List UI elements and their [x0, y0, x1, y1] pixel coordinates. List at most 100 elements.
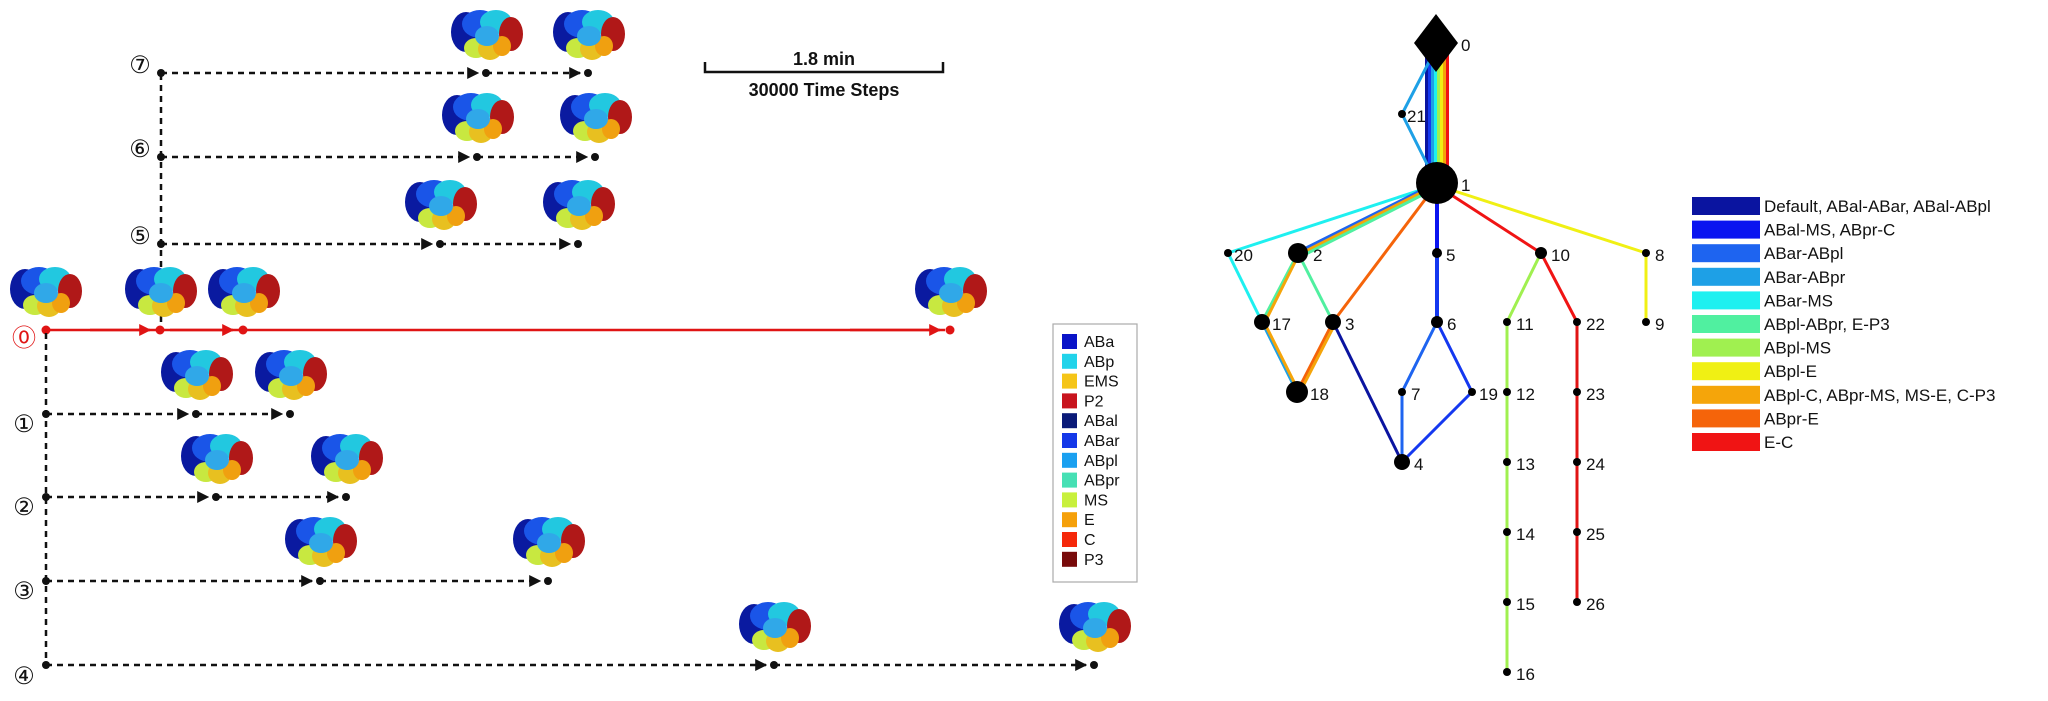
embryo-image — [1059, 602, 1131, 652]
embryo-image — [442, 93, 514, 143]
cell-legend-swatch — [1062, 472, 1077, 488]
cell-legend-swatch — [1062, 433, 1077, 448]
cell-legend-label: MS — [1084, 492, 1108, 509]
node-label: 9 — [1655, 315, 1664, 334]
contact-legend-label: ABar-ABpr — [1764, 268, 1846, 287]
node-label: 24 — [1586, 455, 1605, 474]
cell-legend-swatch — [1062, 452, 1077, 468]
node-label: 7 — [1411, 385, 1420, 404]
embryo-image — [255, 350, 327, 400]
cell-legend-label: ABar — [1084, 433, 1120, 450]
node-label: 16 — [1516, 665, 1535, 684]
contact-legend-label: ABar-ABpl — [1764, 244, 1843, 263]
main-timeline: ⓪ — [12, 324, 955, 352]
node-label: 10 — [1551, 246, 1570, 265]
contact-legend-swatch — [1692, 433, 1760, 451]
node-label: 22 — [1586, 315, 1605, 334]
embryo-image — [208, 267, 280, 317]
scale-bar-steps-label: 30000 Time Steps — [749, 80, 900, 100]
cell-legend-swatch — [1062, 413, 1077, 429]
node-label: 14 — [1516, 525, 1535, 544]
branch-3: ③ — [13, 575, 552, 605]
cell-legend-swatch — [1062, 551, 1077, 567]
contact-legend-swatch — [1692, 409, 1760, 428]
embryo-image — [560, 93, 632, 143]
node-label: 2 — [1313, 246, 1322, 265]
node-label: 1 — [1461, 176, 1470, 195]
branch-label-4: ④ — [13, 663, 35, 690]
contact-legend-label: ABpl-C, ABpr-MS, MS-E, C-P3 — [1764, 386, 1995, 405]
embryo-image — [181, 434, 253, 484]
contact-legend-swatch — [1692, 291, 1760, 310]
timeline-label-0: ⓪ — [12, 325, 36, 352]
cell-legend-label: ABpl — [1084, 453, 1118, 470]
branch-label-5: ⑤ — [129, 223, 151, 250]
node-label: 26 — [1586, 595, 1605, 614]
node-label: 13 — [1516, 455, 1535, 474]
contact-legend-label: ABar-MS — [1764, 291, 1833, 310]
branch-label-1: ① — [13, 411, 35, 438]
contact-legend-swatch — [1692, 267, 1760, 286]
branch-7: ⑦ — [129, 52, 592, 79]
cell-legend-swatch — [1062, 512, 1077, 528]
cell-legend-swatch — [1062, 334, 1077, 349]
contact-legend-swatch — [1692, 338, 1760, 357]
embryo-image — [543, 180, 615, 230]
embryo-image — [161, 350, 233, 400]
cell-legend-label: ABpr — [1084, 473, 1120, 490]
tree-nodes — [1224, 14, 1650, 676]
contact-legend-swatch — [1692, 385, 1760, 404]
embryo-image — [553, 10, 625, 60]
cell-legend-label: ABp — [1084, 354, 1114, 371]
scale-bar-time-label: 1.8 min — [793, 49, 855, 69]
contact-legend-swatch — [1692, 362, 1760, 381]
node-label: 5 — [1446, 246, 1455, 265]
embryo-image — [285, 517, 357, 567]
cell-legend-label: E — [1084, 512, 1095, 529]
branch-6: ⑥ — [129, 136, 599, 163]
embryo-image — [915, 267, 987, 317]
embryo-image — [405, 180, 477, 230]
node-label: 8 — [1655, 246, 1664, 265]
embryo-image — [451, 10, 523, 60]
node-label: 6 — [1447, 315, 1456, 334]
node-label: 12 — [1516, 385, 1535, 404]
node-label: 21 — [1407, 107, 1426, 126]
node-label: 3 — [1345, 315, 1354, 334]
node-label: 17 — [1272, 315, 1291, 334]
node-label: 11 — [1516, 315, 1534, 334]
cell-legend-label: C — [1084, 532, 1096, 549]
embryo-image — [311, 434, 383, 484]
contact-legend-swatch — [1692, 315, 1760, 333]
branch-label-2: ② — [13, 494, 35, 521]
cell-legend-swatch — [1062, 373, 1077, 389]
branch-label-6: ⑥ — [129, 136, 151, 163]
embryo-image — [739, 602, 811, 652]
contact-legend-swatch — [1692, 197, 1760, 215]
contact-legend-label: Default, ABal-ABar, ABal-ABpl — [1764, 197, 1991, 216]
cell-legend-swatch — [1062, 492, 1077, 508]
embryo-image — [10, 267, 82, 317]
contact-legend-swatch — [1692, 244, 1760, 263]
branch-2: ② — [13, 491, 350, 521]
node-label: 0 — [1461, 36, 1470, 55]
branch-1: ① — [13, 408, 294, 438]
branch-4: ④ — [13, 659, 1098, 690]
cell-legend-label: P2 — [1084, 393, 1104, 410]
branch-label-7: ⑦ — [129, 52, 151, 79]
root-node-diamond — [1414, 14, 1458, 72]
tree-edges — [1226, 48, 1648, 672]
embryo-image — [513, 517, 585, 567]
contact-legend-label: ABpl-ABpr, E-P3 — [1764, 315, 1890, 334]
cell-legend-swatch — [1062, 393, 1077, 409]
contact-legend-label: ABpl-E — [1764, 362, 1817, 381]
cell-legend-label: ABal — [1084, 413, 1118, 430]
contact-legend-swatch — [1692, 220, 1760, 239]
node-label: 23 — [1586, 385, 1605, 404]
contact-legend-label: ABpl-MS — [1764, 339, 1831, 358]
node-label: 25 — [1586, 525, 1605, 544]
cell-legend-label: EMS — [1084, 374, 1119, 391]
branch-label-3: ③ — [13, 578, 35, 605]
timeline-panel: 1.8 min 30000 Time Steps ⓪ ① — [10, 10, 1138, 690]
